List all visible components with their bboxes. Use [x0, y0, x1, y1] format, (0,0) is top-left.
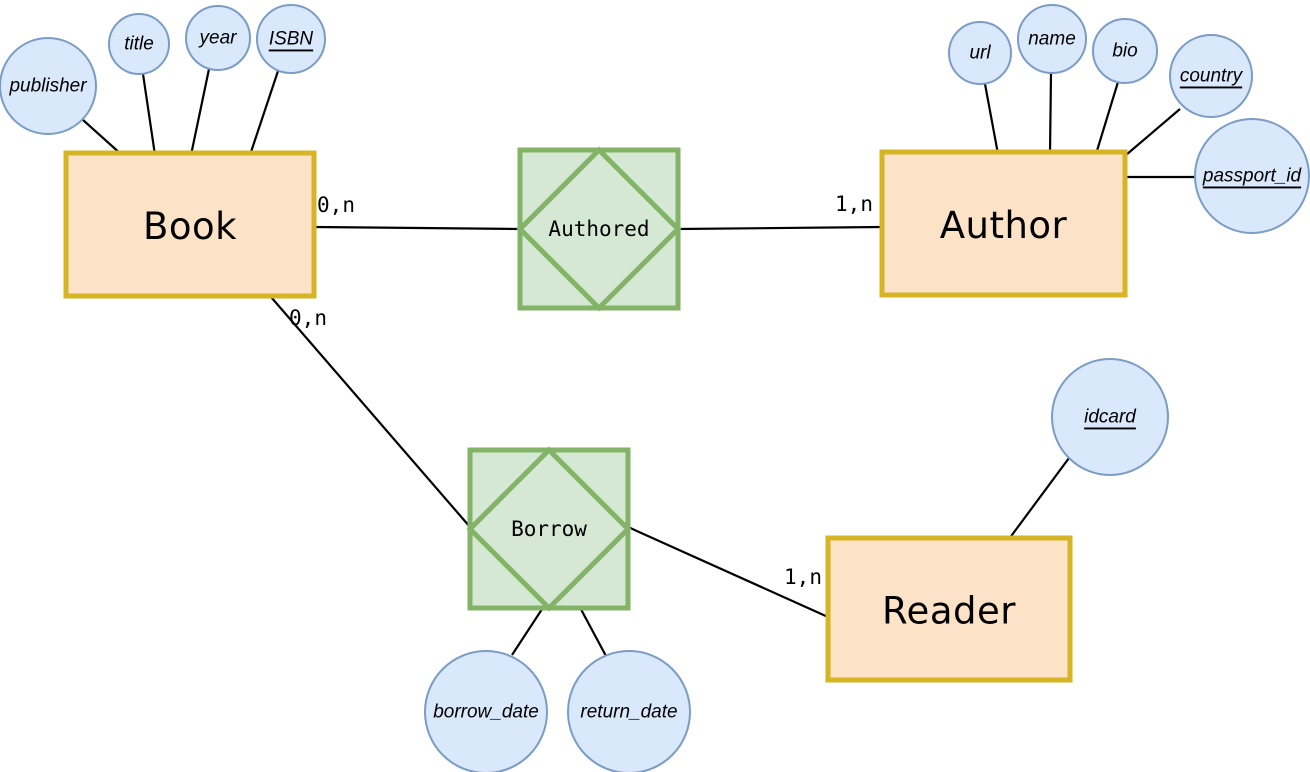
attribute-idcard[interactable]: idcard	[1051, 358, 1169, 476]
entity-reader[interactable]: Reader	[825, 535, 1073, 683]
connection-country-to-author	[1125, 108, 1181, 156]
attribute-borrow_date[interactable]: borrow_date	[424, 650, 548, 772]
connection-year-to-book	[189, 68, 211, 156]
attribute-label: title	[124, 34, 154, 55]
entity-label: Reader	[882, 590, 1016, 633]
connection-bio-to-author	[1094, 81, 1120, 155]
cardinality-book-authored: 0,n	[317, 193, 355, 217]
connection-name-to-author	[1048, 72, 1053, 155]
attribute-key-label: idcard	[1084, 407, 1137, 428]
attribute-label: name	[1028, 29, 1076, 50]
connection-book-to-authored	[313, 225, 521, 231]
connection-url-to-author	[983, 83, 1000, 155]
connection-publisher-to-book	[82, 119, 123, 156]
connection-title-to-book	[141, 73, 157, 156]
attribute-key-label: ISBN	[269, 29, 314, 50]
relationship-authored[interactable]: Authored	[516, 146, 682, 312]
entity-label: Book	[143, 205, 237, 248]
attribute-return_date[interactable]: return_date	[567, 650, 691, 772]
attribute-url[interactable]: url	[948, 21, 1012, 85]
attribute-title[interactable]: title	[108, 13, 170, 75]
cardinalities-layer: 0,n 1,n 0,n 1,n	[289, 192, 873, 589]
attribute-name[interactable]: name	[1017, 4, 1087, 74]
attribute-key-label: passport_id	[1202, 166, 1303, 187]
attribute-label: publisher	[8, 76, 87, 97]
cardinality-reader-borrow: 1,n	[784, 565, 822, 589]
connection-authored-to-author	[677, 225, 883, 231]
attribute-isbn[interactable]: ISBN	[256, 4, 326, 74]
connection-book-to-borrow	[270, 296, 471, 528]
attribute-label: year	[198, 28, 238, 49]
relationship-label: Borrow	[511, 517, 587, 541]
connection-lines-layer	[82, 68, 1196, 657]
attribute-country[interactable]: country	[1169, 34, 1253, 118]
connection-idcard-to-reader	[1008, 457, 1070, 540]
attribute-year[interactable]: year	[185, 5, 251, 71]
connection-borrow-to-reader	[627, 525, 829, 619]
cardinality-author-authored: 1,n	[835, 192, 873, 216]
entity-label: Author	[940, 204, 1068, 247]
entity-book[interactable]: Book	[63, 150, 317, 299]
attribute-bio[interactable]: bio	[1092, 18, 1158, 84]
attribute-passport_id[interactable]: passport_id	[1194, 118, 1310, 234]
attribute-label: borrow_date	[433, 702, 539, 723]
cardinality-book-borrow: 0,n	[289, 306, 327, 330]
attribute-label: return_date	[580, 702, 677, 723]
attribute-key-label: country	[1180, 66, 1244, 87]
connection-isbn-to-book	[248, 70, 280, 156]
relationship-label: Authored	[548, 217, 649, 241]
attribute-label: bio	[1112, 41, 1137, 62]
attribute-label: url	[969, 43, 991, 64]
relationship-borrow[interactable]: Borrow	[466, 446, 632, 612]
attributes-layer: publisher title year ISBN url name bio country p…	[0, 4, 1310, 772]
entity-author[interactable]: Author	[879, 149, 1128, 298]
attribute-publisher[interactable]: publisher	[0, 37, 97, 135]
